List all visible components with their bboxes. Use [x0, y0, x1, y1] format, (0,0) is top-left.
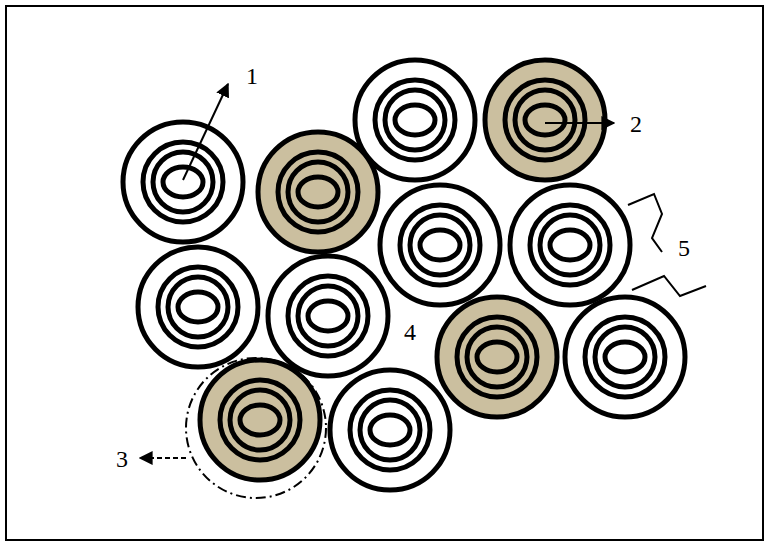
white-particle: [123, 122, 243, 242]
white-particle: [268, 256, 388, 376]
coated-particle: [258, 132, 378, 252]
callout-number: 5: [677, 236, 691, 260]
white-particle: [380, 185, 500, 305]
leader-arrow: [140, 457, 186, 459]
callout-number: 1: [245, 64, 259, 88]
white-particle: [565, 297, 685, 417]
callout-number: 3: [115, 447, 129, 471]
leader-arrow: [545, 122, 614, 124]
frame: [6, 6, 763, 540]
crack-line: [632, 276, 706, 296]
white-particle: [330, 370, 450, 490]
white-particle: [510, 185, 630, 305]
callout-number: 2: [629, 112, 643, 136]
coated-particle: [485, 60, 605, 180]
coated-particle: [437, 297, 557, 417]
crack-line: [628, 194, 662, 252]
leader-arrow: [183, 84, 228, 180]
callout-number: 4: [403, 320, 417, 344]
dashed-outline: [186, 358, 326, 498]
coated-particle: [200, 360, 320, 480]
white-particle: [355, 60, 475, 180]
white-particle: [138, 247, 258, 367]
